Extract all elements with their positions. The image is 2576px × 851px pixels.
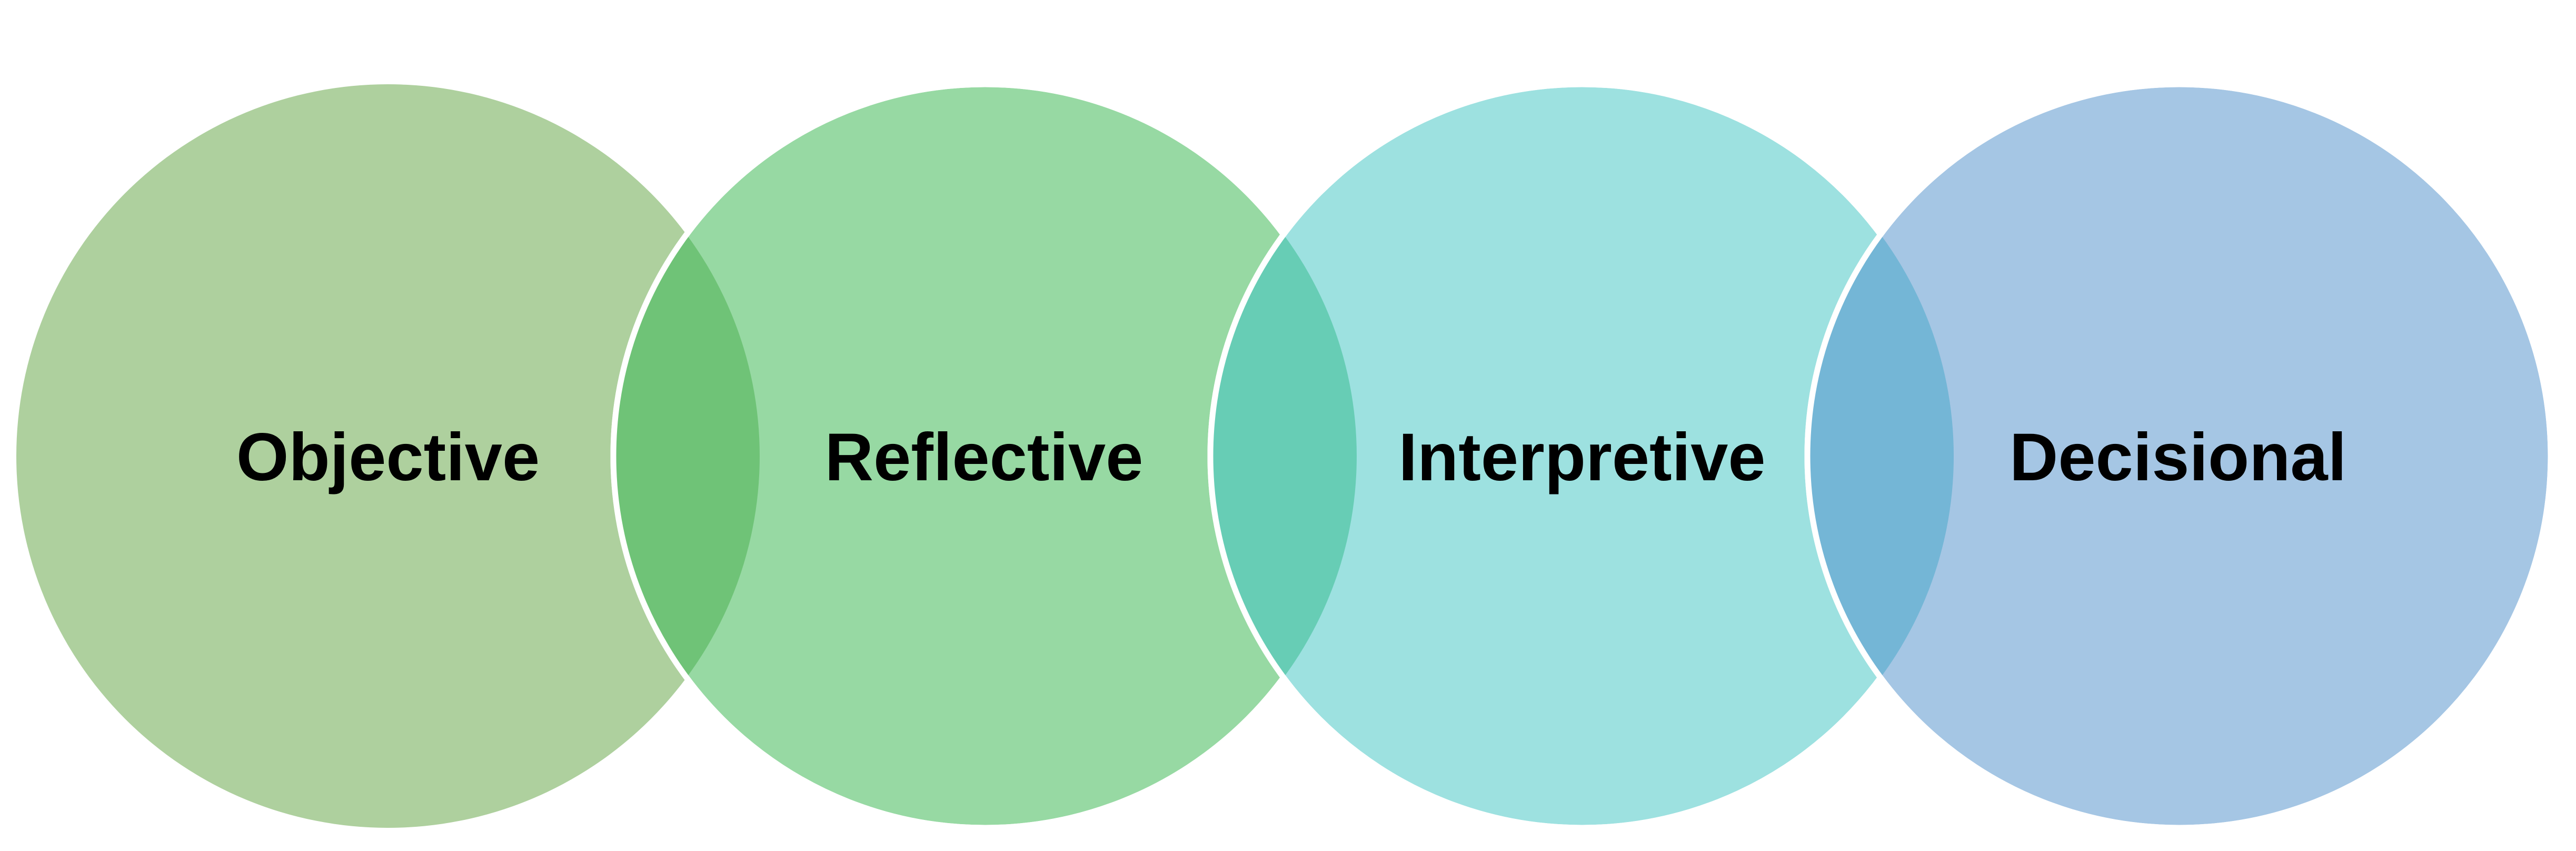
stage-label-interpretive: Interpretive <box>1398 420 1765 495</box>
stage-label-reflective: Reflective <box>825 420 1143 495</box>
stage-label-decisional: Decisional <box>2010 420 2346 495</box>
circle-objective <box>16 84 760 828</box>
circle-outline-decisional <box>1804 81 2554 831</box>
stage-label-objective: Objective <box>236 420 540 495</box>
